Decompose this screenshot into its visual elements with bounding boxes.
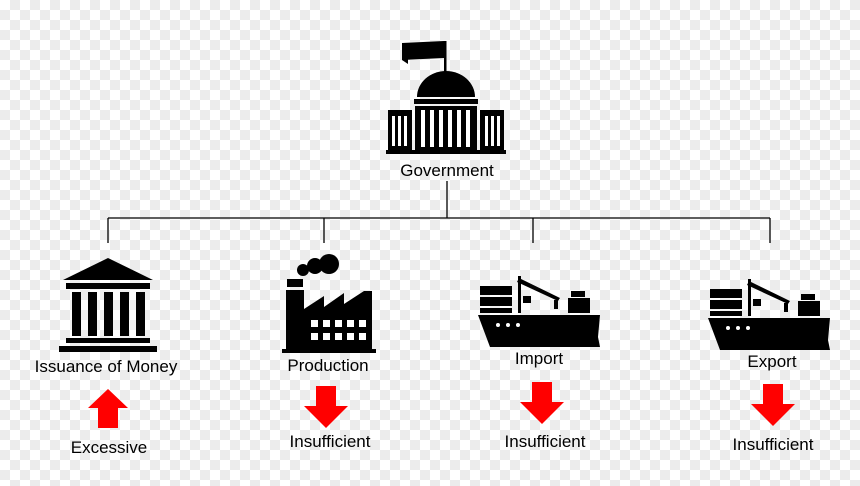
government-capitol-icon	[386, 41, 506, 154]
bank-icon	[59, 258, 157, 352]
factory-icon	[282, 254, 376, 353]
down-arrow-icon	[751, 384, 795, 426]
status-label-production: Insufficient	[289, 432, 371, 451]
branch-label-issuance: Issuance of Money	[34, 357, 178, 376]
cargo-ship-icon	[478, 276, 600, 347]
connector-lines	[107, 181, 771, 243]
root-label: Government	[400, 161, 494, 180]
status-label-export: Insufficient	[732, 435, 814, 454]
branch-label-production: Production	[287, 356, 369, 375]
down-arrow-icon	[520, 382, 564, 424]
up-arrow-icon	[88, 389, 128, 428]
down-arrow-icon	[304, 386, 348, 428]
branch-label-export: Export	[747, 352, 797, 371]
status-label-import: Insufficient	[504, 432, 586, 451]
cargo-ship-icon	[708, 279, 830, 350]
branch-label-import: Import	[514, 349, 564, 368]
status-label-issuance: Excessive	[70, 438, 148, 457]
